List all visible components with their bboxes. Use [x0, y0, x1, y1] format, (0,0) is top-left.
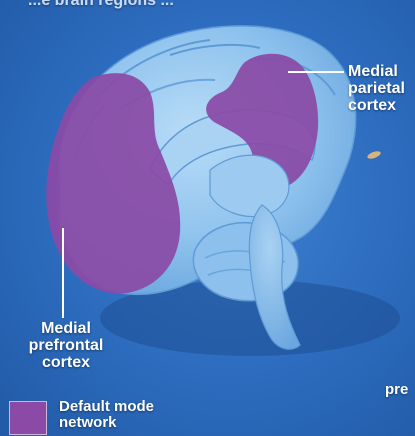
small-debris-mark [366, 150, 381, 160]
label-medial-prefrontal-cortex: Medial prefrontal cortex [22, 320, 110, 371]
legend-swatch [9, 401, 47, 435]
label-line: cortex [22, 354, 110, 371]
thalamus [210, 155, 289, 216]
cropped-label-fragment: pre [385, 381, 408, 398]
legend-line: Default mode [59, 399, 154, 415]
label-line: parietal [348, 80, 405, 97]
legend-label: Default mode network [59, 399, 154, 431]
label-line: Medial [348, 63, 405, 80]
legend: Default mode network [9, 399, 209, 435]
label-line: cortex [348, 97, 405, 114]
label-line: prefrontal [22, 337, 110, 354]
label-line: Medial [22, 320, 110, 337]
legend-line: network [59, 415, 154, 431]
label-medial-parietal-cortex: Medial parietal cortex [348, 63, 405, 114]
